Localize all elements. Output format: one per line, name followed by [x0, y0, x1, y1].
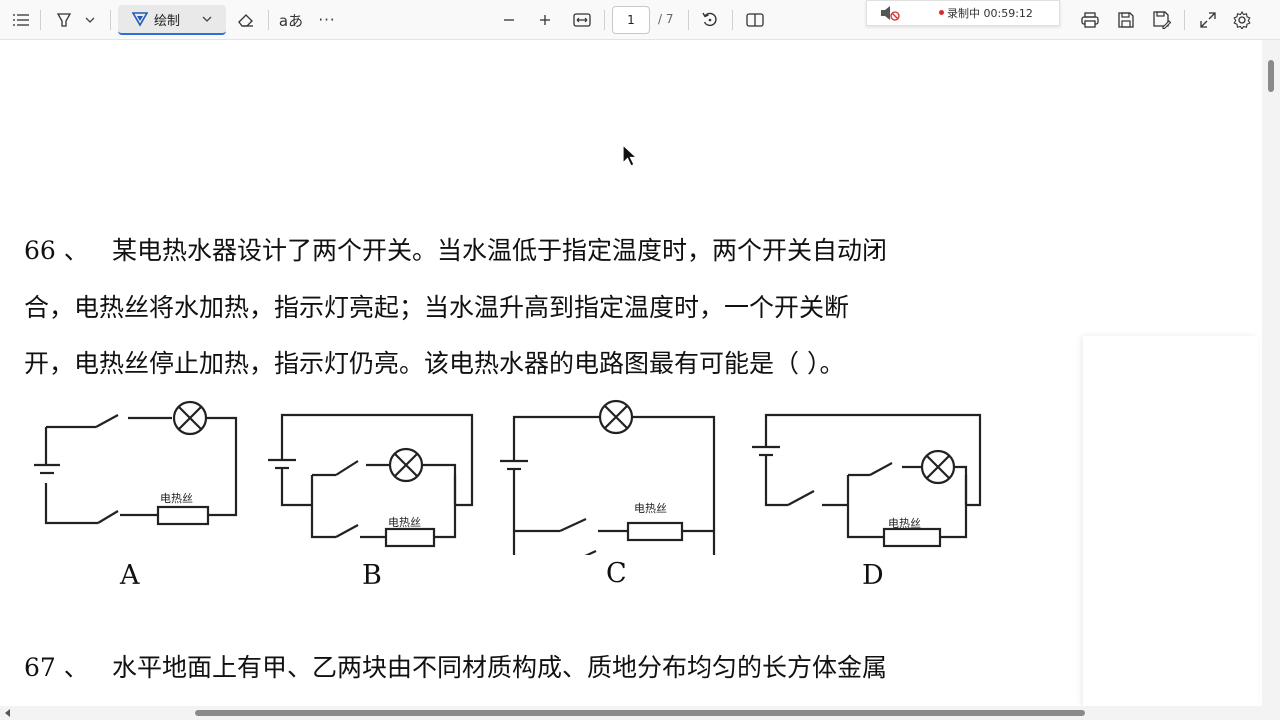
- draw-icon: [132, 11, 148, 27]
- toolbar-divider: [1184, 10, 1185, 30]
- heater-label-a: 电热丝: [160, 492, 193, 505]
- question-67-line-1: 67 、水平地面上有甲、乙两块由不同材质构成、质地分布均匀的长方体金属: [24, 648, 887, 684]
- recording-text: 录制中 00:59:12: [947, 7, 1033, 20]
- toolbar-divider: [110, 10, 111, 30]
- read-aloud-icon[interactable]: aあ: [278, 11, 304, 30]
- contents-icon[interactable]: [10, 8, 32, 32]
- question-66-number: 66 、: [24, 236, 89, 265]
- toolbar: 绘制 aあ ··· 1 / 7 录制中 00:59:12: [0, 0, 1280, 40]
- vertical-scrollbar[interactable]: [1262, 40, 1280, 720]
- option-a-label: A: [120, 560, 140, 591]
- fullscreen-icon[interactable]: [1196, 8, 1220, 32]
- mouse-cursor-icon: [622, 144, 638, 167]
- vertical-scroll-thumb[interactable]: [1268, 60, 1274, 92]
- draw-button[interactable]: 绘制: [118, 5, 226, 35]
- rotate-icon[interactable]: [698, 8, 722, 32]
- question-66-line-1: 66 、某电热水器设计了两个开关。当水温低于指定温度时，两个开关自动闭: [24, 231, 887, 267]
- option-c-label: C: [606, 558, 627, 589]
- question-66-text-1: 某电热水器设计了两个开关。当水温低于指定温度时，两个开关自动闭: [112, 236, 888, 265]
- toolbar-divider: [40, 10, 41, 30]
- toolbar-divider: [268, 10, 269, 30]
- circuit-diagrams: 电热丝 电热丝 电热丝 电热丝: [34, 399, 982, 555]
- eraser-icon[interactable]: [234, 8, 258, 32]
- chevron-down-icon[interactable]: [202, 15, 212, 23]
- option-d-label: D: [862, 560, 884, 591]
- question-67-number: 67 、: [24, 653, 89, 682]
- mute-icon[interactable]: [879, 4, 901, 22]
- circuit-b: [268, 413, 474, 548]
- toolbar-divider: [604, 10, 605, 30]
- save-icon[interactable]: [1114, 8, 1138, 32]
- heater-label-d: 电热丝: [888, 517, 921, 530]
- more-icon[interactable]: ···: [318, 11, 336, 29]
- chevron-down-icon[interactable]: [82, 8, 98, 32]
- document-page: 66 、某电热水器设计了两个开关。当水温低于指定温度时，两个开关自动闭 合，电热…: [0, 40, 1258, 706]
- horizontal-scrollbar[interactable]: [0, 706, 1262, 720]
- heater-label-c: 电热丝: [634, 502, 667, 515]
- highlight-icon[interactable]: [52, 8, 76, 32]
- toolbar-divider: [688, 10, 689, 30]
- save-as-icon[interactable]: [1150, 8, 1174, 32]
- recording-indicator: 录制中 00:59:12: [866, 0, 1060, 26]
- print-icon[interactable]: [1078, 8, 1102, 32]
- page-total: / 7: [658, 12, 674, 26]
- fit-page-icon[interactable]: [570, 8, 594, 32]
- zoom-in-icon[interactable]: [534, 8, 556, 32]
- toolbar-divider: [732, 10, 733, 30]
- circuit-d: [752, 413, 982, 548]
- circuit-c: [500, 399, 716, 555]
- scroll-left-icon[interactable]: [4, 709, 12, 717]
- circuit-a: [34, 400, 238, 526]
- page-number-input[interactable]: 1: [612, 6, 650, 34]
- zoom-out-icon[interactable]: [498, 8, 520, 32]
- option-b-label: B: [362, 560, 382, 591]
- question-67-text-1: 水平地面上有甲、乙两块由不同材质构成、质地分布均匀的长方体金属: [112, 653, 888, 682]
- horizontal-scroll-thumb[interactable]: [195, 710, 1085, 716]
- page-view-icon[interactable]: [742, 8, 768, 32]
- question-66-line-3: 开，电热丝停止加热，指示灯仍亮。该电热水器的电路图最有可能是（ ）。: [24, 349, 845, 378]
- question-66-line-2: 合，电热丝将水加热，指示灯亮起；当水温升高到指定温度时，一个开关断: [24, 293, 850, 322]
- recording-dot: [939, 10, 944, 15]
- settings-icon[interactable]: [1230, 8, 1254, 32]
- overlay-panel: [1083, 336, 1258, 706]
- draw-label: 绘制: [154, 13, 181, 29]
- heater-label-b: 电热丝: [388, 516, 421, 529]
